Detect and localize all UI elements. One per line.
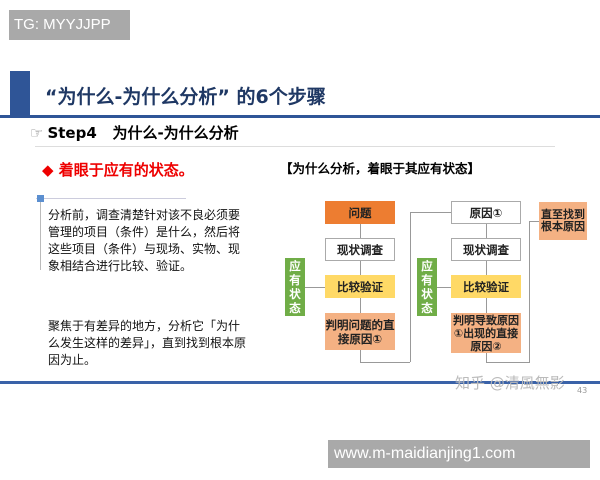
callout-line	[36, 198, 186, 199]
step-label: Step4 为什么-为什么分析	[47, 124, 239, 142]
watermark-top: TG: MYYJJPP	[9, 10, 130, 40]
bullet-text: 着眼于应有的状态。	[58, 161, 194, 179]
flow-left-survey: 现状调查	[325, 238, 395, 261]
flow-right-compare: 比较验证	[451, 275, 521, 298]
paragraph-2: 聚焦于有差异的地方，分析它「为什么发生这样的差异」，直到找到根本原因为止。	[48, 319, 247, 367]
step-divider	[35, 146, 555, 147]
flow-right-result: 判明导致原因①出现的直接原因②	[451, 313, 521, 353]
red-diamond-icon: ◆	[42, 161, 59, 179]
flow-left-problem: 问题	[325, 201, 395, 224]
step-heading: ☞Step4 为什么-为什么分析	[30, 122, 239, 143]
flow-right-survey: 现状调查	[451, 238, 521, 261]
page-number: 43	[577, 386, 588, 395]
flow-left-result: 判明问题的直接原因①	[325, 313, 395, 350]
title-divider	[0, 115, 600, 118]
flow-right-side: 应有状态	[417, 258, 437, 316]
bullet-heading: ◆ 着眼于应有的状态。	[42, 159, 194, 180]
flow-left-side: 应有状态	[285, 258, 305, 316]
zhihu-watermark: 知乎 @清風無影	[455, 374, 565, 392]
flow-final: 直至找到根本原因	[539, 202, 587, 240]
page-title: “为什么-为什么分析” 的6个步骤	[45, 86, 326, 108]
footer-divider	[0, 381, 600, 384]
flow-left-compare: 比较验证	[325, 275, 395, 298]
callout-marker	[37, 195, 44, 202]
flow-right-cause: 原因①	[451, 201, 521, 224]
title-accent-bar	[10, 71, 30, 116]
pointing-hand-icon: ☞	[30, 124, 44, 142]
paragraph-1: 分析前，调查清楚针对该不良必须要管理的项目（条件）是什么，然后将这些项目（条件）…	[48, 208, 241, 273]
watermark-bottom: www.m-maidianjing1.com	[328, 440, 590, 468]
flow-title: 【为什么分析，着眼于其应有状态】	[280, 161, 481, 176]
callout-vline	[40, 198, 41, 270]
